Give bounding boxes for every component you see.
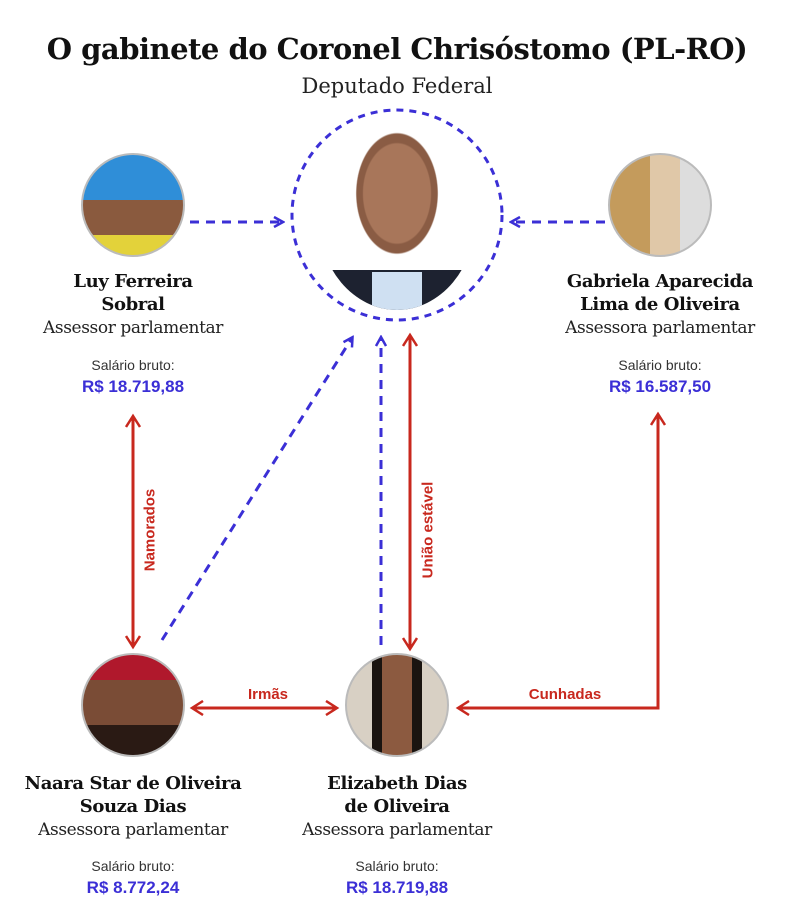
page-title: O gabinete do Coronel Chrisóstomo (PL-RO… [46,32,748,66]
deputy-photo [318,122,476,310]
luy-salary-label: Salário bruto: [91,357,175,373]
cunhadas-arrow [459,415,658,708]
elizabeth-photo [345,653,449,757]
luy-role: Assessor parlamentar [43,318,223,338]
luy-photo [81,153,185,257]
cunhadas-label: Cunhadas [528,686,602,703]
page-subtitle: Deputado Federal [301,74,493,98]
naara-role: Assessora parlamentar [38,820,228,840]
gabriela-photo [608,153,712,257]
luy-salary: R$ 18.719,88 [81,377,185,396]
elizabeth-role: Assessora parlamentar [302,820,492,840]
gabriela-role: Assessora parlamentar [565,318,755,338]
gabriela-salary: R$ 16.587,50 [608,377,712,396]
naara-to-deputy-arrow [160,338,352,641]
uniao-estavel-label: União estável [419,481,437,579]
elizabeth-salary: R$ 18.719,88 [345,878,449,897]
gabriela-salary-label: Salário bruto: [618,357,702,373]
naara-photo [81,653,185,757]
naara-salary: R$ 8.772,24 [86,878,180,897]
elizabeth-salary-label: Salário bruto: [355,858,439,874]
irmas-label: Irmãs [247,686,289,703]
naara-salary-label: Salário bruto: [91,858,175,874]
deputy-dashed-ring [290,108,504,322]
namorados-label: Namorados [141,488,159,572]
